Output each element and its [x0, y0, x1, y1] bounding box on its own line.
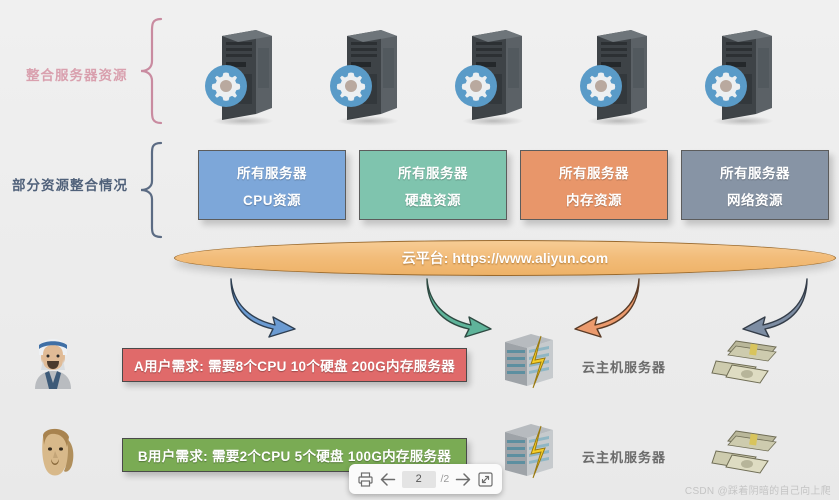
server-shadow — [587, 116, 649, 126]
pdf-viewer-toolbar[interactable]: 2 /2 — [349, 464, 502, 494]
user-avatar-arab — [35, 339, 71, 389]
row-label-integrate-servers: 整合服务器资源 — [26, 68, 128, 83]
server-tower-1 — [205, 28, 280, 126]
user-avatar-longhair — [42, 428, 74, 476]
gear-icon — [580, 65, 622, 107]
arrow-memory-to-host — [574, 278, 640, 338]
server-tower-4 — [580, 28, 655, 126]
cloud-host-rack-b — [497, 420, 569, 482]
gear-icon — [455, 65, 497, 107]
brace-servers — [137, 16, 163, 126]
watermark-text: CSDN @踩着阴暗的自己向上爬 — [684, 486, 831, 497]
page-number-input[interactable]: 2 — [401, 470, 436, 488]
gear-icon — [205, 65, 247, 107]
money-icon — [711, 340, 777, 384]
server-shadow — [712, 116, 774, 126]
resource-box-memory[interactable]: 所有服务器 内存资源 — [520, 150, 668, 220]
resource-box-line1: 所有服务器 — [720, 165, 790, 181]
resource-box-line2: 硬盘资源 — [405, 192, 461, 208]
arrow-network-to-host — [742, 278, 808, 338]
arrow-disk-to-user — [426, 278, 492, 338]
resource-box-line1: 所有服务器 — [398, 165, 468, 181]
resource-box-network[interactable]: 所有服务器 网络资源 — [681, 150, 829, 220]
page-total-label: /2 — [440, 473, 450, 485]
row-label-partial-resource-integration: 部分资源整合情况 — [12, 178, 128, 193]
cloud-host-rack-a — [497, 330, 569, 392]
printer-icon[interactable] — [356, 470, 375, 489]
gear-icon — [330, 65, 372, 107]
resource-box-line2: 内存资源 — [566, 192, 622, 208]
resource-box-cpu[interactable]: 所有服务器 CPU资源 — [198, 150, 346, 220]
resource-box-line1: 所有服务器 — [559, 165, 629, 181]
server-tower-2 — [330, 28, 405, 126]
server-shadow — [337, 116, 399, 126]
money-icon — [711, 430, 777, 474]
server-tower-5 — [705, 28, 780, 126]
demand-b-text: B用户需求: 需要2个CPU 5个硬盘 100G内存服务器 — [137, 449, 452, 464]
arrow-left-icon[interactable] — [379, 470, 398, 489]
server-rack-icon — [505, 334, 553, 389]
gear-icon — [705, 65, 747, 107]
server-rack-icon — [505, 424, 553, 479]
cloud-host-label-b: 云主机服务器 — [582, 450, 667, 465]
server-shadow — [462, 116, 524, 126]
arrow-cpu-to-user — [230, 278, 296, 338]
fullscreen-icon[interactable] — [476, 470, 495, 489]
resource-box-disk[interactable]: 所有服务器 硬盘资源 — [359, 150, 507, 220]
server-shadow — [212, 116, 274, 126]
cloud-platform-label: 云平台: https://www.aliyun.com — [401, 250, 609, 266]
resource-box-line1: 所有服务器 — [237, 165, 307, 181]
arrow-right-icon[interactable] — [453, 470, 472, 489]
page-number-value: 2 — [415, 473, 422, 485]
cloud-platform-bar[interactable]: 云平台: https://www.aliyun.com — [174, 240, 836, 276]
cloud-host-label-a: 云主机服务器 — [582, 360, 667, 375]
demand-box-a[interactable]: A用户需求: 需要8个CPU 10个硬盘 200G内存服务器 — [122, 348, 467, 382]
brace-resources — [137, 140, 163, 240]
resource-box-line2: 网络资源 — [727, 192, 783, 208]
server-tower-3 — [455, 28, 530, 126]
resource-box-line2: CPU资源 — [242, 192, 301, 208]
demand-a-text: A用户需求: 需要8个CPU 10个硬盘 200G内存服务器 — [133, 359, 456, 374]
